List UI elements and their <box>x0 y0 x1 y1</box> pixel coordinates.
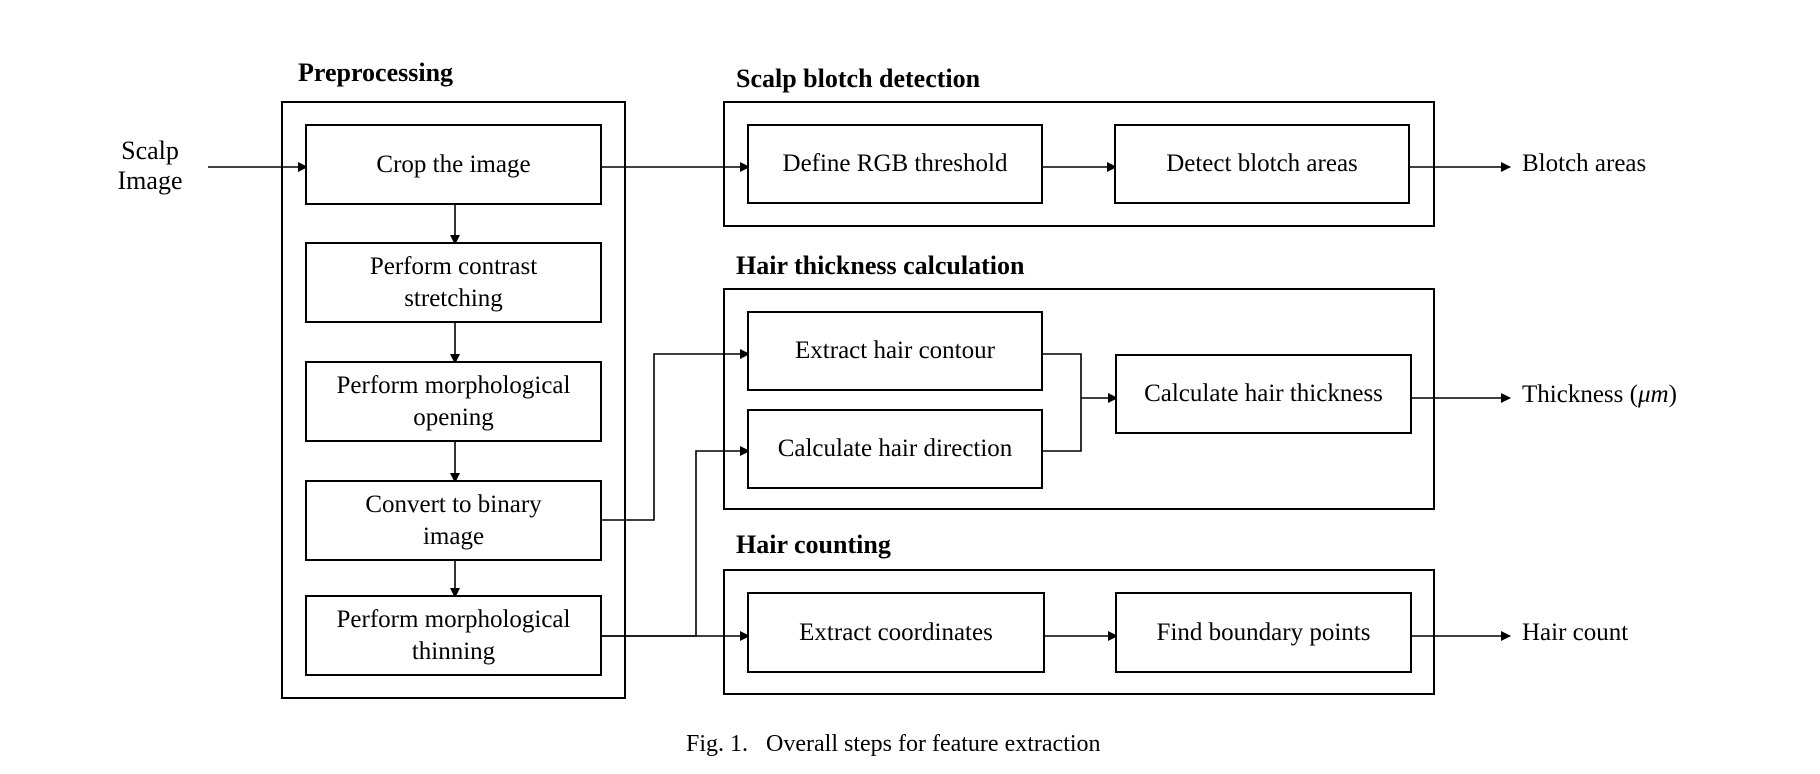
step-calculate-hair-direction-label: Calculate hair direction <box>777 435 1013 463</box>
input-label: Scalp Image <box>108 136 192 196</box>
arrow-binary-to-contour <box>601 349 750 521</box>
step-contrast-stretching-line1: Perform contrast <box>369 253 538 281</box>
input-label-line1: Scalp <box>121 136 179 165</box>
thickness-container <box>723 288 1435 510</box>
step-calculate-hair-direction: Calculate hair direction <box>747 409 1043 489</box>
output-thickness: Thickness (μm) <box>1522 381 1677 410</box>
step-morphological-thinning-line1: Perform morphological <box>336 606 571 634</box>
connector-contour-merge <box>1043 353 1082 452</box>
step-morphological-opening-line2: opening <box>413 403 494 431</box>
step-extract-coordinates-label: Extract coordinates <box>799 618 993 646</box>
step-contrast-stretching: Perform contrast stretching <box>305 242 602 323</box>
step-convert-binary-line1: Convert to binary <box>365 491 542 519</box>
step-define-rgb-threshold: Define RGB threshold <box>747 124 1043 204</box>
step-morphological-opening-line1: Perform morphological <box>336 372 571 400</box>
step-crop-image-label: Crop the image <box>376 150 531 178</box>
figure-caption: Fig. 1. Overall steps for feature extrac… <box>686 731 1101 757</box>
step-extract-hair-contour: Extract hair contour <box>747 311 1043 391</box>
output-hair-count: Hair count <box>1522 619 1629 646</box>
blotch-container <box>723 101 1435 227</box>
input-label-line2: Image <box>117 165 183 195</box>
output-thickness-label: Thickness ( <box>1522 381 1638 408</box>
step-detect-blotch-areas-label: Detect blotch areas <box>1166 150 1358 178</box>
preprocessing-container <box>281 101 626 699</box>
step-calculate-hair-thickness: Calculate hair thickness <box>1115 354 1412 434</box>
step-convert-binary-line2: image <box>422 522 485 550</box>
preprocessing-title: Preprocessing <box>298 58 454 87</box>
step-contrast-stretching-line2: stretching <box>404 284 503 312</box>
step-detect-blotch-areas: Detect blotch areas <box>1114 124 1410 204</box>
step-calculate-hair-thickness-label: Calculate hair thickness <box>1144 380 1383 408</box>
blotch-title: Scalp blotch detection <box>736 64 981 93</box>
output-thickness-close: ) <box>1668 381 1677 408</box>
step-find-boundary-points-label: Find boundary points <box>1156 618 1371 646</box>
step-extract-coordinates: Extract coordinates <box>747 592 1045 673</box>
output-blotch-areas: Blotch areas <box>1522 150 1647 177</box>
thickness-title: Hair thickness calculation <box>736 251 1025 280</box>
step-convert-binary: Convert to binary image <box>305 480 602 561</box>
counting-title: Hair counting <box>736 530 891 559</box>
step-morphological-opening: Perform morphological opening <box>305 361 602 442</box>
output-thickness-unit: μm <box>1637 381 1669 408</box>
step-find-boundary-points: Find boundary points <box>1115 592 1412 673</box>
step-crop-image: Crop the image <box>305 124 602 205</box>
step-define-rgb-threshold-label: Define RGB threshold <box>782 150 1008 178</box>
step-extract-hair-contour-label: Extract hair contour <box>795 337 995 365</box>
counting-container <box>723 569 1435 695</box>
step-morphological-thinning: Perform morphological thinning <box>305 595 602 676</box>
step-morphological-thinning-line2: thinning <box>411 637 496 665</box>
